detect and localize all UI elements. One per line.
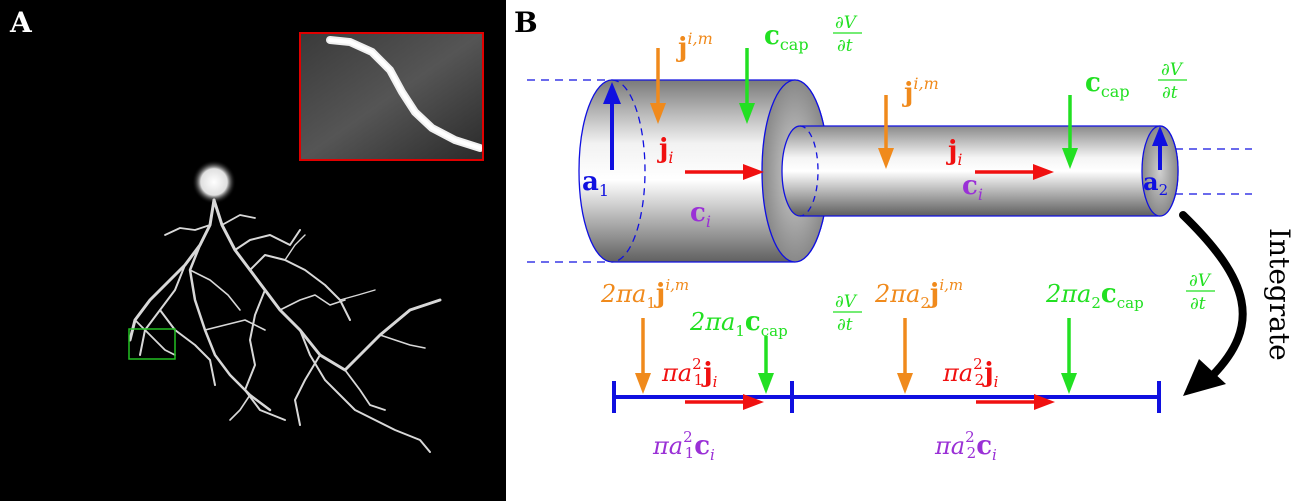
label-dvdt-2-num: ∂V: [1161, 60, 1184, 80]
label-ci-2: ci: [962, 171, 983, 204]
integrate-label: Integrate: [1263, 228, 1296, 361]
label-dvdt-1-den: ∂t: [837, 36, 853, 56]
label-ji-1: ji: [657, 134, 674, 167]
roi-box: [128, 328, 176, 360]
label-ccap-2: ccap: [1085, 68, 1130, 101]
axial-current-arrows-top: [685, 164, 1054, 180]
capacitive-current-arrows-top: [739, 48, 1078, 169]
panel-b-label: B: [514, 6, 538, 39]
zoom-inset: [299, 32, 484, 161]
panel-b: ji,m ccap ∂V ∂t ji,m ccap ∂V ∂t a1 ji ci…: [527, 13, 1296, 464]
panel-a: [0, 0, 506, 501]
axial-current-arrows-bottom: [685, 394, 1055, 410]
label-ji-2: ji: [946, 136, 963, 169]
label-bottom-dvdt-1-num: ∂V: [835, 292, 858, 312]
label-bottom-dvdt-1-den: ∂t: [837, 315, 853, 335]
label-bottom-green-1: 2πa1ccap: [689, 307, 788, 340]
label-j-im-1: ji,m: [676, 29, 713, 63]
neuron-soma: [192, 160, 236, 204]
panel-a-label: A: [10, 6, 32, 39]
capacitive-current-arrows-bottom: [758, 318, 1077, 394]
radius-arrow-a2: [1152, 126, 1168, 170]
label-dvdt-2-den: ∂t: [1162, 83, 1178, 103]
label-ccap-1: ccap: [764, 21, 809, 54]
label-bottom-dvdt-2-num: ∂V: [1189, 271, 1212, 291]
label-bottom-orange-2: 2πa2ji,m: [874, 276, 963, 312]
discretized-line: [612, 381, 1161, 413]
membrane-current-arrows-top: [650, 48, 894, 169]
label-dvdt-1-num: ∂V: [835, 13, 858, 33]
integrate-arrow: [1179, 211, 1247, 396]
inset-border: [299, 32, 484, 161]
large-cylinder-hidden-edge: [611, 79, 646, 263]
neuron-dendrites: [128, 198, 442, 453]
label-bottom-green-2: 2πa2ccap: [1045, 279, 1144, 312]
label-a1: a1: [582, 167, 609, 200]
label-a2: a2: [1143, 167, 1168, 199]
membrane-current-arrows-bottom: [635, 318, 913, 394]
label-j-im-2: ji,m: [902, 74, 939, 108]
dashed-guides: [527, 79, 1252, 263]
label-ci-1: ci: [690, 198, 711, 231]
label-bottom-orange-1: 2πa1ji,m: [600, 276, 689, 312]
label-bottom-dvdt-2-den: ∂t: [1190, 294, 1206, 314]
radius-arrow-a1: [603, 82, 621, 170]
